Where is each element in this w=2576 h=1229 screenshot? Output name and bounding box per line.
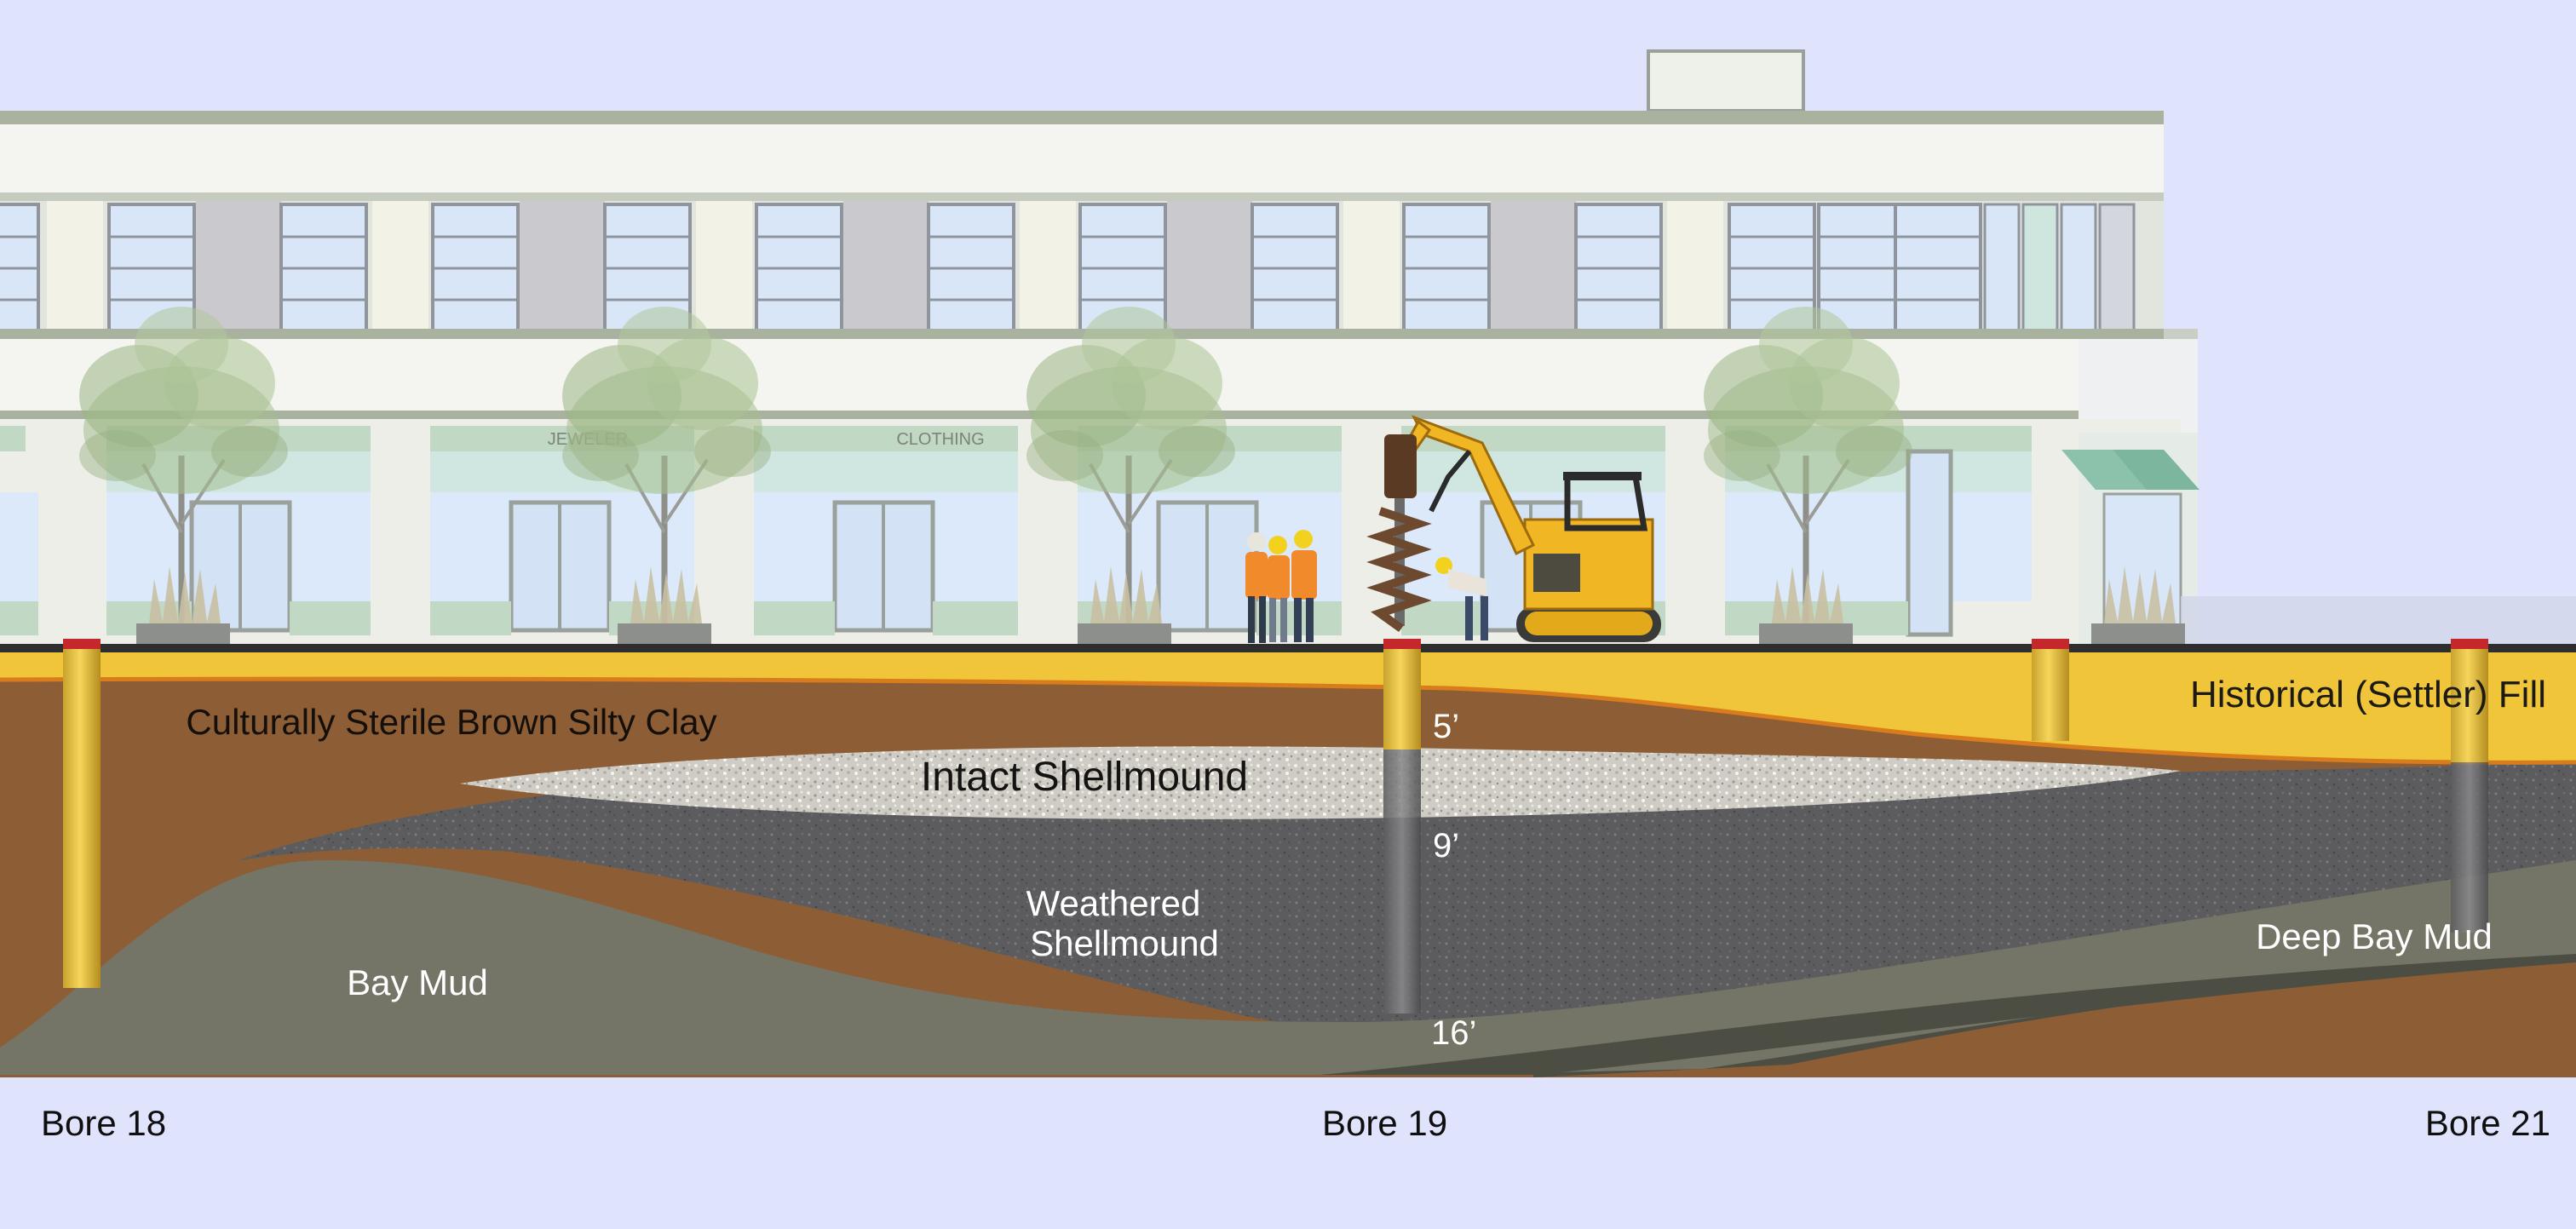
bore-pipe-icon xyxy=(2032,647,2069,741)
worker-icon xyxy=(1291,530,1317,642)
sidewalk-edge xyxy=(0,644,2576,652)
worker-group xyxy=(1245,530,1488,643)
worker-icon xyxy=(1435,557,1488,640)
bore-21-label: Bore 21 xyxy=(2425,1103,2550,1143)
storefront-sign-clothing: CLOTHING xyxy=(896,430,984,449)
depth-mark-16ft: 16’ xyxy=(1431,1014,1476,1052)
label-weathered-shellmound-line1: Weathered xyxy=(1026,883,1201,923)
bore-pipe-icon xyxy=(2451,647,2488,762)
bore-20-pipe xyxy=(2032,639,2069,741)
depth-mark-5ft: 5’ xyxy=(1433,708,1459,745)
bore-18-pipe xyxy=(63,639,101,988)
label-historical-settler-fill: Historical (Settler) Fill xyxy=(2190,674,2546,715)
label-intact-shellmound: Intact Shellmound xyxy=(921,755,1248,800)
depth-mark-9ft: 9’ xyxy=(1433,827,1459,864)
worker-icon xyxy=(1268,536,1290,642)
bore-18-label: Bore 18 xyxy=(41,1103,166,1143)
bore-19-pipe xyxy=(1383,639,1421,1014)
label-bay-mud: Bay Mud xyxy=(347,962,488,1002)
bore-pipe-icon xyxy=(63,647,101,988)
bore-21-pipe xyxy=(2451,639,2488,933)
label-weathered-shellmound-line2: Shellmound xyxy=(1030,923,1219,963)
label-deep-bay-mud: Deep Bay Mud xyxy=(2256,916,2493,956)
auger-drill-icon xyxy=(1366,434,1432,633)
label-brown-silty-clay: Culturally Sterile Brown Silty Clay xyxy=(186,702,716,742)
bore-pipe-icon xyxy=(1383,647,1421,749)
layer-intact-shellmound xyxy=(460,746,2181,819)
bore-19-label: Bore 19 xyxy=(1322,1103,1447,1143)
worker-icon xyxy=(1245,532,1268,643)
